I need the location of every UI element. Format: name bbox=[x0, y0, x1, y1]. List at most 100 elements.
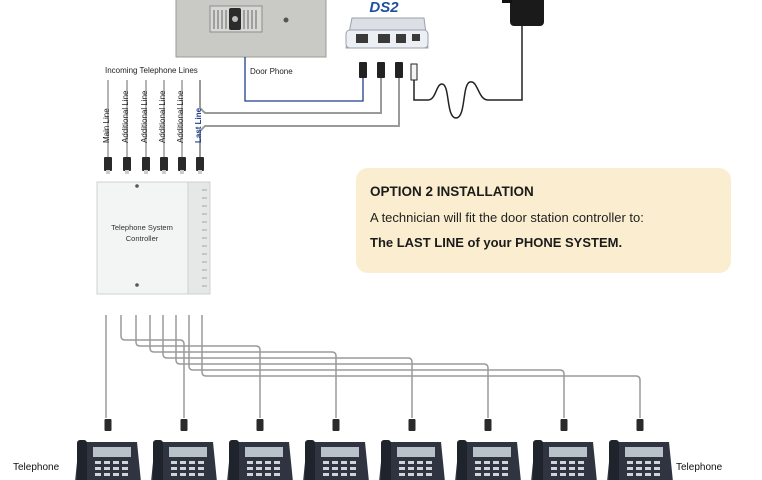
handset-key bbox=[198, 461, 204, 464]
handset-display bbox=[549, 447, 587, 457]
line-plug-tip bbox=[180, 170, 184, 174]
telephone-handset bbox=[531, 440, 597, 480]
handset-key bbox=[274, 473, 280, 476]
handset-key bbox=[122, 473, 128, 476]
handset-display bbox=[625, 447, 663, 457]
handset-key bbox=[475, 473, 481, 476]
handset-label-left: Telephone bbox=[13, 462, 60, 473]
handset-key bbox=[95, 461, 101, 464]
handset-key bbox=[341, 467, 347, 470]
handset-display bbox=[169, 447, 207, 457]
ds2-logo: DS2 bbox=[369, 0, 399, 16]
handset-cable bbox=[175, 315, 489, 418]
handset-key bbox=[341, 473, 347, 476]
line-plug bbox=[160, 157, 168, 171]
handset-plug bbox=[636, 419, 644, 431]
handset-key bbox=[578, 467, 584, 470]
handset-receiver bbox=[305, 440, 315, 480]
line-plug bbox=[123, 157, 131, 171]
handset-key bbox=[171, 473, 177, 476]
telephone-handset bbox=[75, 440, 141, 480]
handset-key bbox=[189, 467, 195, 470]
handset-key bbox=[198, 473, 204, 476]
handset-key bbox=[475, 467, 481, 470]
handset-key bbox=[493, 467, 499, 470]
handset-key bbox=[189, 473, 195, 476]
line-plug bbox=[178, 157, 186, 171]
handset-key bbox=[654, 467, 660, 470]
handset-key bbox=[408, 473, 414, 476]
handset-key bbox=[350, 461, 356, 464]
handset-display bbox=[245, 447, 283, 457]
door-phone-device bbox=[175, 0, 327, 58]
handset-key bbox=[104, 473, 110, 476]
line-label: Main Line bbox=[102, 108, 111, 143]
handset-key bbox=[399, 467, 405, 470]
handset-key bbox=[256, 467, 262, 470]
telephone-handset bbox=[227, 440, 293, 480]
handset-receiver bbox=[457, 440, 467, 480]
handset-key bbox=[341, 461, 347, 464]
handset-plug bbox=[484, 419, 492, 431]
handset-key bbox=[332, 467, 338, 470]
handset-cable bbox=[149, 315, 337, 418]
ds2-plugs bbox=[359, 62, 403, 78]
handset-key bbox=[417, 467, 423, 470]
line-plug bbox=[142, 157, 150, 171]
handset-key bbox=[274, 467, 280, 470]
ds2-cables bbox=[199, 78, 400, 158]
line-label: Additional Line bbox=[176, 90, 185, 143]
ds2-controller-box bbox=[345, 17, 429, 49]
handset-key bbox=[636, 467, 642, 470]
handset-key bbox=[654, 461, 660, 464]
handset-key bbox=[180, 473, 186, 476]
door-phone-label: Door Phone bbox=[250, 67, 293, 76]
line-label: Last Line bbox=[194, 107, 203, 143]
handset-key bbox=[645, 467, 651, 470]
handset-key bbox=[417, 461, 423, 464]
line-label: Additional Line bbox=[121, 90, 130, 143]
telephone-handset bbox=[607, 440, 673, 480]
handset-key bbox=[332, 473, 338, 476]
handset-key bbox=[627, 467, 633, 470]
telephone-handset bbox=[379, 440, 445, 480]
handset-receiver bbox=[229, 440, 239, 480]
incoming-line-plugs bbox=[104, 157, 204, 174]
line-label: Additional Line bbox=[158, 90, 167, 143]
handset-label-right: Telephone bbox=[676, 462, 723, 473]
controller-label-line2: Controller bbox=[125, 234, 159, 243]
line-plug-tip bbox=[162, 170, 166, 174]
handset-key bbox=[122, 461, 128, 464]
handset-key bbox=[569, 461, 575, 464]
handset-display bbox=[321, 447, 359, 457]
handset-key bbox=[475, 461, 481, 464]
power-adapter bbox=[410, 0, 544, 119]
handset-key bbox=[95, 467, 101, 470]
handset-key bbox=[627, 461, 633, 464]
handset-key bbox=[113, 473, 119, 476]
handset-key bbox=[104, 467, 110, 470]
handset-key bbox=[569, 467, 575, 470]
handset-key bbox=[171, 467, 177, 470]
handset-plug bbox=[104, 419, 112, 431]
line-plug bbox=[196, 157, 204, 171]
handset-cable bbox=[135, 315, 261, 418]
handset-cable bbox=[162, 315, 413, 418]
handset-cable bbox=[120, 315, 185, 418]
telephone-system-controller bbox=[96, 181, 211, 295]
handset-key bbox=[502, 461, 508, 464]
door-phone-wire bbox=[244, 57, 364, 102]
handset-key bbox=[323, 473, 329, 476]
handset-key bbox=[493, 473, 499, 476]
handset-key bbox=[645, 461, 651, 464]
option-title: OPTION 2 INSTALLATION bbox=[370, 184, 534, 199]
handset-key bbox=[560, 473, 566, 476]
telephone-handset bbox=[303, 440, 369, 480]
handset-key bbox=[627, 473, 633, 476]
handset-display bbox=[397, 447, 435, 457]
handset-key bbox=[247, 473, 253, 476]
controller-label-line1: Telephone System bbox=[111, 223, 173, 232]
handset-display bbox=[93, 447, 131, 457]
line-plug-tip bbox=[144, 170, 148, 174]
handset-key bbox=[484, 467, 490, 470]
